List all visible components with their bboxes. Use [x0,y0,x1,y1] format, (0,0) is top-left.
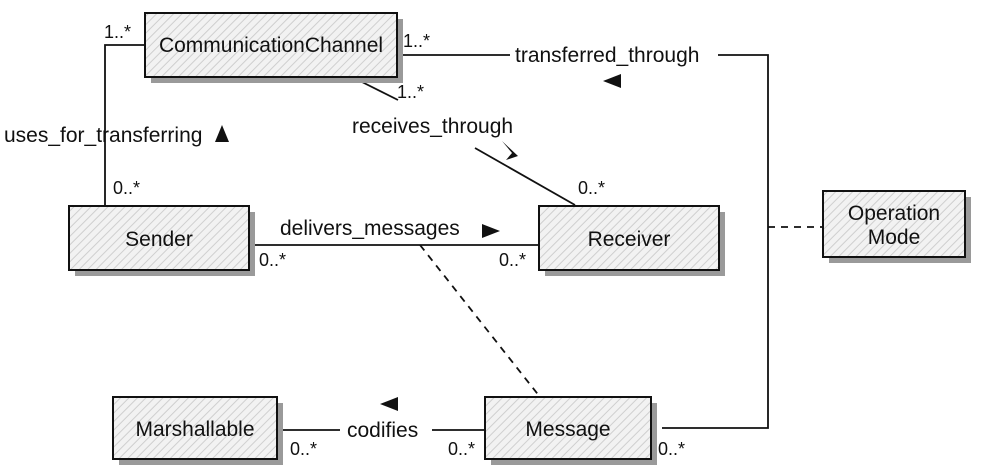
class-receiver[interactable]: Receiver [538,205,725,276]
class-name-line-1: Operation [848,202,940,225]
multiplicity-channel-right: 1..* [403,31,430,51]
association-label-codifies: codifies [347,419,418,442]
association-label-transferred-through: transferred_through [515,44,699,67]
class-sender[interactable]: Sender [68,205,255,276]
class-message[interactable]: Message [484,396,657,465]
class-name: Receiver [588,228,671,251]
multiplicity-receiver-top: 0..* [578,178,605,198]
multiplicity-message-right: 0..* [658,439,685,459]
class-communication-channel[interactable]: CommunicationChannel [144,12,403,83]
multiplicity-receiver-left: 0..* [499,250,526,270]
multiplicity-marshallable-right: 0..* [290,439,317,459]
direction-arrow-right-icon [482,224,500,238]
multiplicity-sender-top: 0..* [113,178,140,198]
direction-arrow-up-icon [215,125,229,142]
class-name-line-2: Mode [868,226,921,249]
message-association-class-link [419,244,541,398]
direction-arrow-left-icon [603,74,621,88]
multiplicity-sender-right: 0..* [259,250,286,270]
direction-arrow-left-icon [380,397,398,411]
uses-for-transferring-line [104,44,145,205]
multiplicity-channel-bottom: 1..* [397,82,424,102]
multiplicity-channel-left: 1..* [104,22,131,42]
association-label-delivers-messages: delivers_messages [280,217,460,240]
receives-through-line-top [357,79,399,101]
transferred-through-line-right [662,54,769,429]
class-name: Message [525,418,610,441]
class-name: Sender [125,228,193,251]
class-name: Marshallable [135,418,254,441]
association-label-receives-through: receives_through [352,115,513,138]
direction-arrow-down-right-icon [502,141,518,160]
class-marshallable[interactable]: Marshallable [112,396,283,465]
multiplicity-message-left: 0..* [448,439,475,459]
association-label-uses-for-transferring: uses_for_transferring [4,124,202,147]
class-operation-mode[interactable]: Operation Mode [822,190,971,263]
class-name: CommunicationChannel [159,34,383,57]
receives-through-line-bottom [474,147,576,206]
